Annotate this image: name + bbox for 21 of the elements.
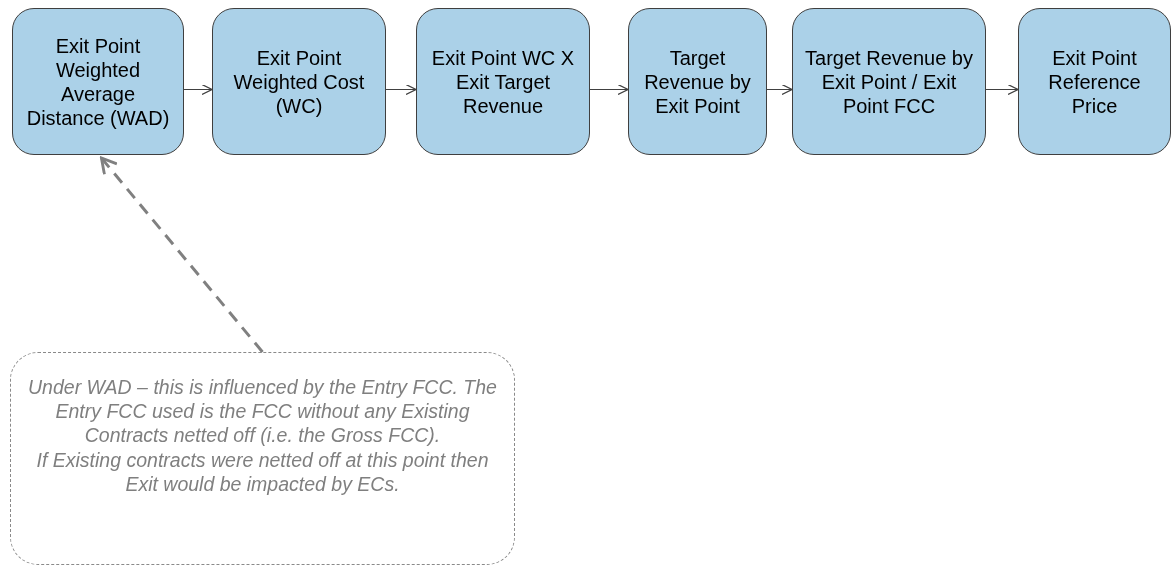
process-box (12, 8, 184, 155)
note-box (10, 352, 515, 565)
process-box (792, 8, 986, 155)
arrow (985, 83, 1019, 96)
note-text: If Existing contracts were netted off at this point then Exit would be impacted by ECs. (35, 447, 490, 496)
arrow (589, 83, 629, 96)
arrow (183, 83, 213, 96)
process-box (416, 8, 590, 155)
dashed-arrow (100, 156, 264, 353)
arrow (385, 83, 417, 96)
process-box (1018, 8, 1171, 155)
arrow (766, 83, 793, 96)
box-label: Exit Point Weighted Average Distance (WAD) (25, 33, 171, 130)
note-text: Under WAD – this is influenced by the Entry FCC. The Entry FCC used is the FCC without any Existing Contracts netted off (i.e. the Gross FCC). (27, 375, 498, 448)
process-box (212, 8, 386, 155)
box-label: Exit Point Weighted Cost (WC) (232, 45, 366, 118)
box-label: Target Revenue by Exit Point (643, 45, 752, 118)
box-label: Target Revenue by Exit Point / Exit Point FCC (805, 45, 973, 118)
process-box (628, 8, 767, 155)
box-label: Exit Point Reference Price (1047, 45, 1142, 118)
box-label: Exit Point WC X Exit Target Revenue (430, 45, 576, 118)
